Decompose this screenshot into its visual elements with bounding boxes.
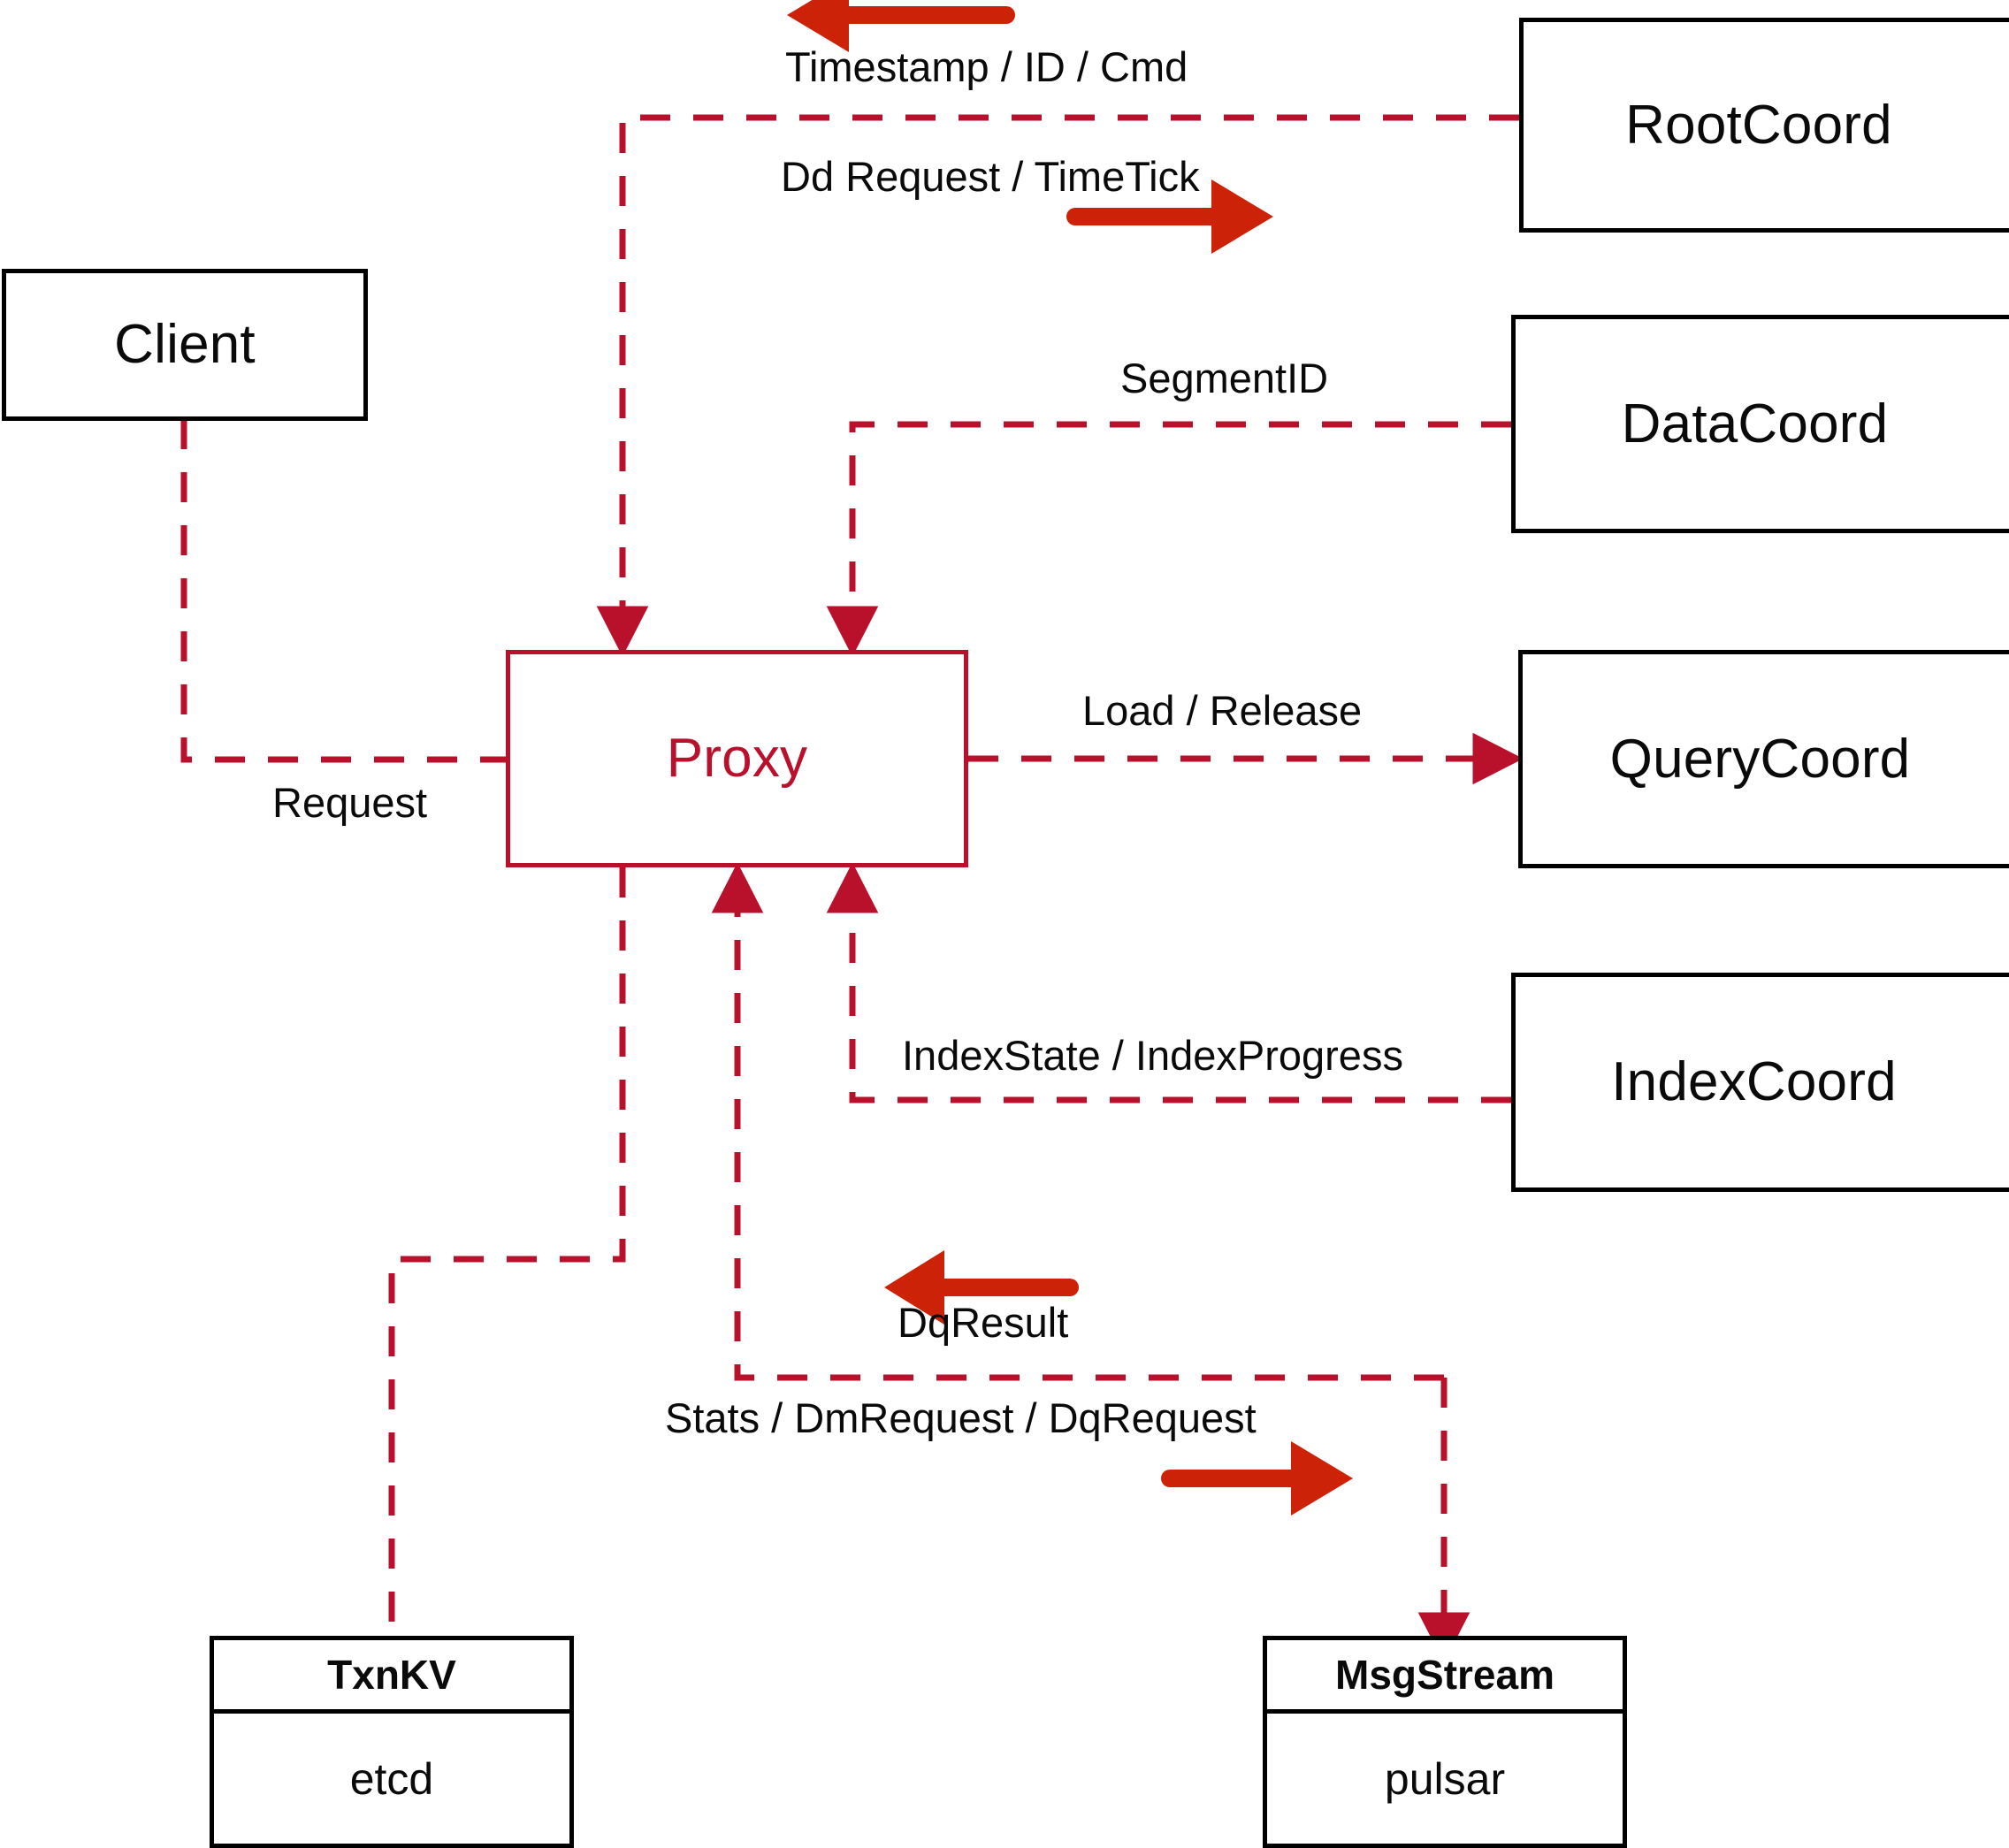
store-msgstream[interactable]: MsgStream pulsar [1263, 1636, 1627, 1848]
store-txnkv-impl: etcd [349, 1753, 434, 1804]
node-querycoord[interactable]: QueryCoord [1518, 650, 2009, 868]
direction-arrow-proxy-to-rootcoord [1066, 179, 1273, 254]
node-client[interactable]: Client [2, 269, 368, 421]
edge-label-timestamp-id-cmd: Timestamp / ID / Cmd [785, 43, 1188, 90]
store-txnkv[interactable]: TxnKV etcd [210, 1636, 574, 1848]
node-rootcoord-label: RootCoord [1625, 94, 1892, 156]
edge-proxy-to-txnkv [388, 867, 626, 1636]
edge-label-indexstate-indexprogress: IndexState / IndexProgress [902, 1032, 1403, 1079]
edge-label-load-release: Load / Release [1082, 687, 1363, 734]
node-indexcoord-label: IndexCoord [1611, 1051, 1897, 1112]
edge-indexcoord-to-proxy [826, 862, 1511, 1103]
store-msgstream-impl: pulsar [1384, 1753, 1506, 1804]
store-msgstream-title: MsgStream [1267, 1640, 1623, 1714]
node-datacoord-label: DataCoord [1621, 393, 1889, 454]
edge-rootcoord-to-proxy [596, 114, 1519, 657]
edge-client-to-proxy [180, 419, 974, 786]
node-proxy[interactable]: Proxy [506, 650, 968, 867]
edge-label-stats-dmrequest-dqrequest: Stats / DmRequest / DqRequest [665, 1394, 1257, 1441]
node-indexcoord[interactable]: IndexCoord [1511, 973, 2009, 1192]
edge-datacoord-to-proxy [826, 421, 1511, 657]
direction-arrow-rootcoord-to-proxy [787, 0, 1015, 52]
direction-arrow-msgstream-to-proxy [884, 1250, 1079, 1325]
edge-label-segmentid: SegmentID [1120, 355, 1329, 401]
edge-label-dd-request-timetick: Dd Request / TimeTick [781, 153, 1200, 200]
node-proxy-label: Proxy [666, 728, 808, 789]
node-datacoord[interactable]: DataCoord [1511, 315, 2009, 533]
store-txnkv-title: TxnKV [214, 1640, 569, 1714]
edge-label-request: Request [272, 779, 428, 826]
node-client-label: Client [114, 314, 256, 375]
edge-label-dqresult: DqResult [898, 1299, 1069, 1346]
edge-msgstream-to-proxy [711, 862, 1444, 1381]
node-querycoord-label: QueryCoord [1609, 728, 1911, 790]
direction-arrow-proxy-to-msgstream [1161, 1441, 1353, 1516]
node-rootcoord[interactable]: RootCoord [1519, 18, 2009, 233]
